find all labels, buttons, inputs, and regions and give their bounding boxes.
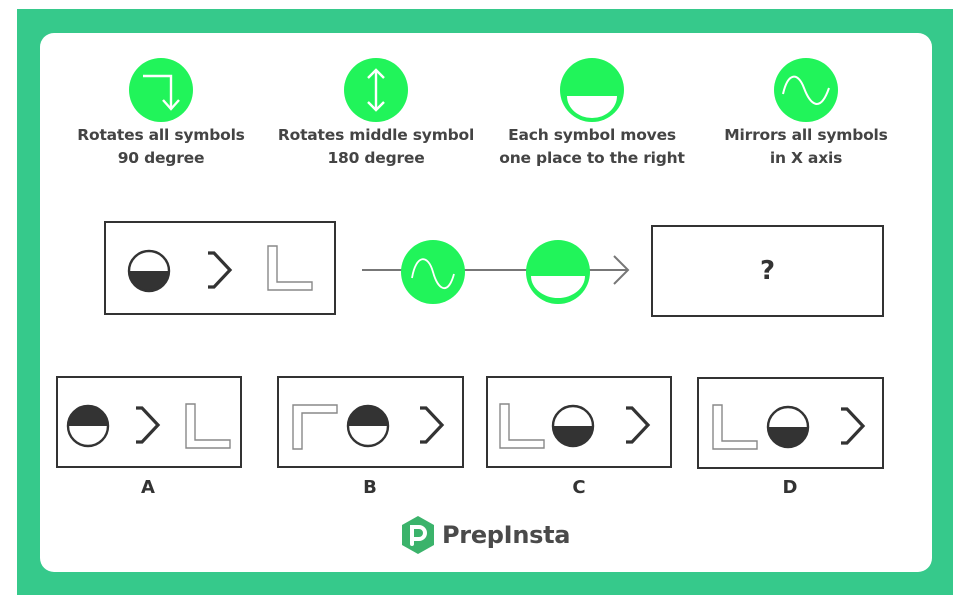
option-b-box[interactable] [277, 376, 464, 468]
legend-rotate-middle: Rotates middle symbol 180 degree [266, 58, 486, 170]
legend-line: Each symbol moves [508, 126, 676, 144]
option-c-label[interactable]: C [572, 477, 586, 498]
legend-rotate-all: Rotates all symbols 90 degree [51, 58, 271, 170]
outlined-l-shape-icon [499, 403, 545, 449]
chevron-right-icon [136, 406, 161, 444]
option-b-label[interactable]: B [363, 477, 377, 498]
half-filled-circle-top-icon [346, 404, 390, 448]
legend-line: 90 degree [117, 149, 205, 167]
chevron-right-icon [626, 406, 651, 444]
legend-text: Mirrors all symbols in X axis [696, 124, 916, 170]
outlined-inverted-l-shape-icon [292, 404, 338, 450]
sine-wave-icon [401, 240, 465, 304]
flow-arrowhead-icon [613, 255, 630, 285]
legend-text: Each symbol moves one place to the right [482, 124, 702, 170]
legend-text: Rotates middle symbol 180 degree [266, 124, 486, 170]
legend-line: Rotates middle symbol [277, 126, 475, 144]
option-d-label[interactable]: D [782, 477, 798, 498]
legend-text: Rotates all symbols 90 degree [51, 124, 271, 170]
chevron-right-icon [841, 407, 866, 445]
legend-line: Rotates all symbols [77, 126, 245, 144]
legend-shift-right: Each symbol moves one place to the right [482, 58, 702, 170]
operation-flow [362, 240, 630, 304]
chevron-right-icon [208, 251, 233, 289]
half-filled-circle-bottom-icon [766, 405, 810, 449]
turn-down-arrow-icon [129, 58, 193, 122]
outlined-l-shape-icon [712, 404, 758, 450]
half-filled-circle-bottom-icon [551, 404, 595, 448]
outlined-l-shape-icon [267, 245, 313, 291]
double-vertical-arrow-icon [344, 58, 408, 122]
half-circle-icon [560, 58, 624, 122]
legend-line: Mirrors all symbols [724, 126, 888, 144]
option-c-box[interactable] [486, 376, 672, 468]
brand-name: PrepInsta [442, 521, 571, 549]
prepinsta-logo: PrepInsta [400, 515, 570, 555]
outlined-l-shape-icon [185, 403, 231, 449]
question-input-box [104, 221, 336, 315]
option-a-label[interactable]: A [141, 477, 155, 498]
sine-wave-icon [774, 58, 838, 122]
half-filled-circle-top-icon [66, 404, 110, 448]
legend-line: in X axis [769, 149, 843, 167]
legend-line: 180 degree [327, 149, 425, 167]
option-a-box[interactable] [56, 376, 242, 468]
legend-mirror: Mirrors all symbols in X axis [696, 58, 916, 170]
half-circle-icon [526, 240, 590, 304]
answer-box: ? [651, 225, 884, 317]
chevron-right-icon [420, 406, 445, 444]
option-d-box[interactable] [697, 377, 884, 469]
hexagon-logo-icon [402, 516, 434, 554]
legend-line: one place to the right [499, 149, 685, 167]
half-filled-circle-bottom-icon [127, 249, 171, 293]
question-mark: ? [759, 256, 776, 286]
